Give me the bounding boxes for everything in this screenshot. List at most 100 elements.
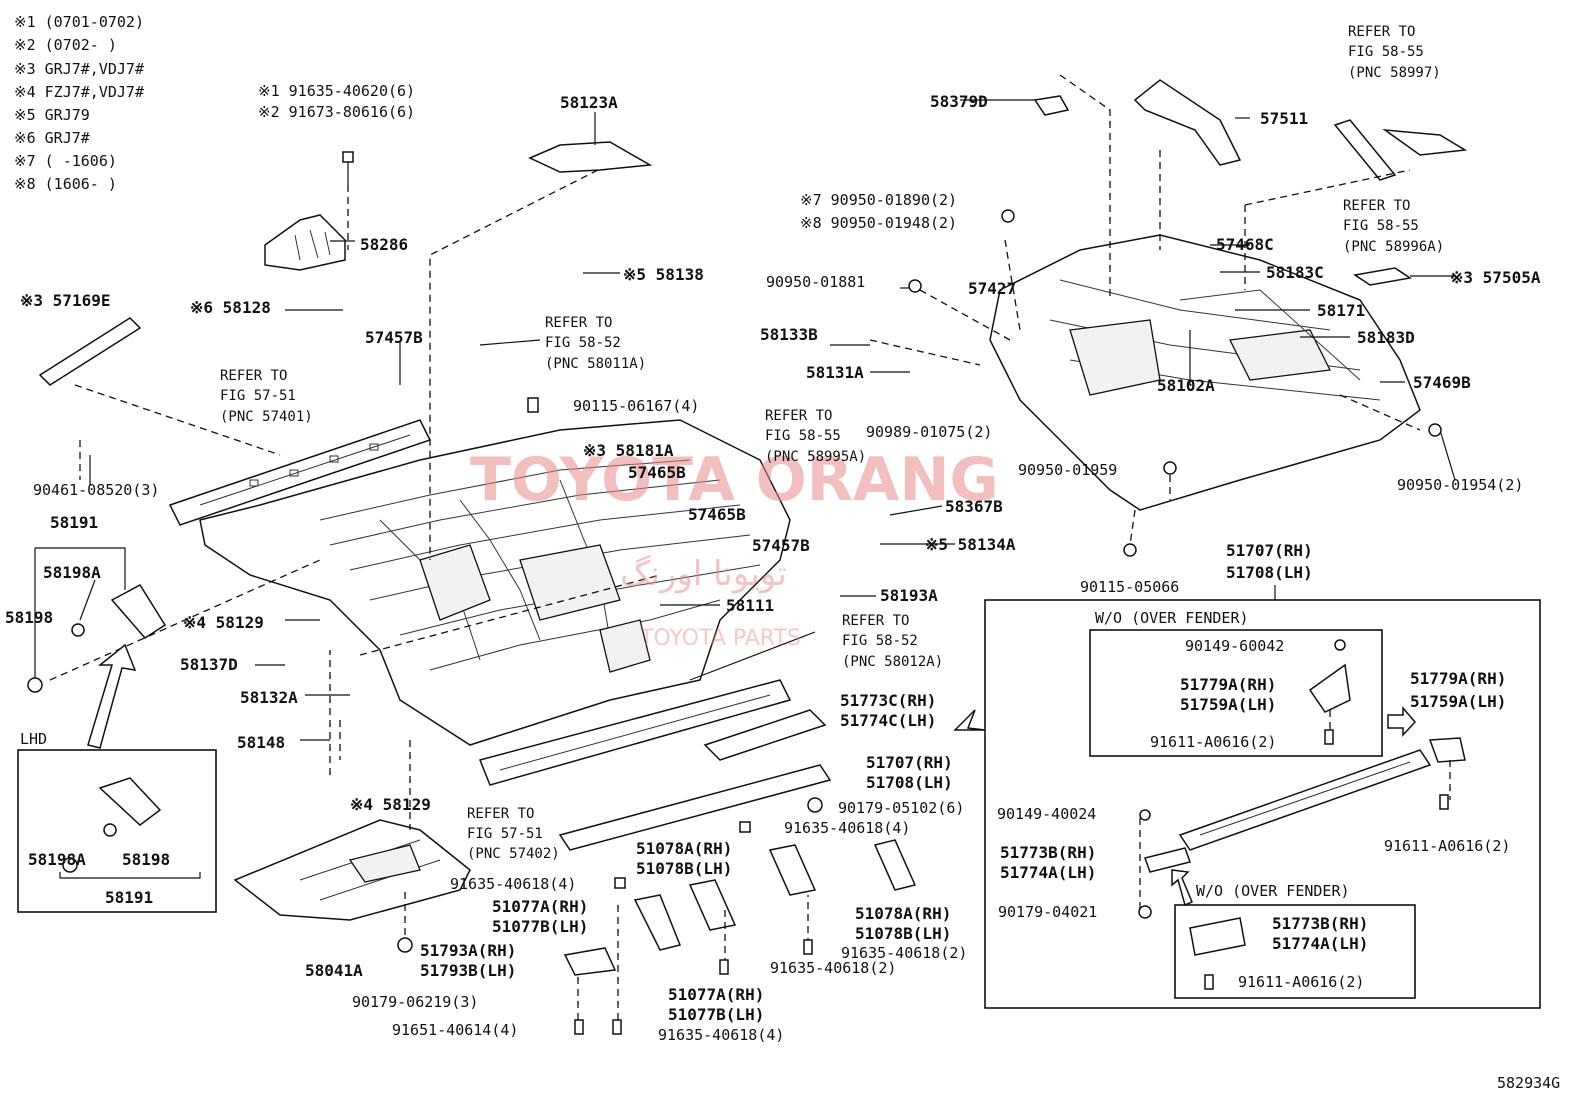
ref-label: FIG 58-52 bbox=[545, 335, 621, 351]
part-label: 51077B(LH) bbox=[668, 1005, 764, 1024]
part-label: 51078A(RH) bbox=[636, 839, 732, 858]
underbody-cover-58041A bbox=[233, 819, 471, 921]
part-label: 58198 bbox=[122, 850, 170, 869]
legend-item: ※4 FZJ7#,VDJ7# bbox=[14, 83, 144, 101]
figure-code: 582934G bbox=[1497, 1074, 1560, 1092]
part-label: 57427 bbox=[968, 279, 1016, 298]
ref-label: REFER TO bbox=[1348, 24, 1415, 40]
part-label: 91651-40614(4) bbox=[392, 1021, 518, 1039]
part-label: 58171 bbox=[1317, 301, 1365, 320]
ref-label: FIG 58-52 bbox=[842, 633, 918, 649]
part-label: 90115-05066 bbox=[1080, 578, 1179, 596]
part-label: 91611-A0616(2) bbox=[1150, 733, 1276, 751]
rear-floor-pan bbox=[989, 234, 1421, 511]
part-label: 51707(RH) bbox=[1226, 541, 1313, 560]
legend-item: ※5 GRJ79 bbox=[14, 106, 90, 124]
part-label: 51793A(RH) bbox=[420, 941, 516, 960]
part-label: 90950-01954(2) bbox=[1397, 476, 1523, 494]
crossmember-57511 bbox=[1133, 79, 1242, 166]
step-bracket-51077A bbox=[633, 894, 682, 951]
part-label: 58193A bbox=[880, 586, 938, 605]
part-label: 58137D bbox=[180, 655, 238, 674]
part-label: 57457B bbox=[365, 328, 423, 347]
ref-label: FIG 57-51 bbox=[467, 826, 543, 842]
step-bracket-51077A-b bbox=[688, 879, 737, 931]
part-label: 58379D bbox=[930, 92, 988, 111]
part-label: 57469B bbox=[1413, 373, 1471, 392]
running-board-middle bbox=[558, 709, 832, 851]
part-label: ※1 91635-40620(6) bbox=[258, 82, 415, 100]
part-label: 58198A bbox=[28, 850, 86, 869]
part-label: 58102A bbox=[1157, 376, 1215, 395]
part-label: 51077A(RH) bbox=[668, 985, 764, 1004]
part-label: 51793B(LH) bbox=[420, 961, 516, 980]
part-label: 90115-06167(4) bbox=[573, 397, 699, 415]
front-floor-pan-58111 bbox=[199, 419, 791, 746]
part-label: 90149-40024 bbox=[997, 805, 1096, 823]
part-label: 57511 bbox=[1260, 109, 1308, 128]
part-label: ※7 90950-01890(2) bbox=[800, 191, 957, 209]
ref-label: (PNC 58011A) bbox=[545, 356, 646, 372]
part-label: 51078A(RH) bbox=[855, 904, 951, 923]
part-label: 58286 bbox=[360, 235, 408, 254]
lhd-box bbox=[17, 749, 217, 913]
section-label: W/O (OVER FENDER) bbox=[1095, 609, 1249, 627]
watermark-text: TOYOTA ORANG bbox=[470, 445, 999, 515]
part-label: 91635-40618(4) bbox=[658, 1026, 784, 1044]
bracket-51793A bbox=[563, 947, 617, 976]
legend-item: ※7 ( -1606) bbox=[14, 152, 117, 170]
part-label: 51078B(LH) bbox=[636, 859, 732, 878]
ref-label: (PNC 57401) bbox=[220, 409, 313, 425]
legend-item: ※3 GRJ7#,VDJ7# bbox=[14, 60, 144, 78]
part-label: 90179-06219(3) bbox=[352, 993, 478, 1011]
ref-label: (PNC 57402) bbox=[467, 846, 560, 862]
part-label: 51759A(LH) bbox=[1180, 695, 1276, 714]
bracket-58996A bbox=[1333, 119, 1397, 181]
part-label: 90989-01075(2) bbox=[866, 423, 992, 441]
part-label: 91635-40618(4) bbox=[450, 875, 576, 893]
part-57505A bbox=[1353, 267, 1412, 286]
part-label: 58132A bbox=[240, 688, 298, 707]
part-label: 90461-08520(3) bbox=[33, 481, 159, 499]
part-label: 58198A bbox=[43, 563, 101, 582]
part-label: 58191 bbox=[105, 888, 153, 907]
mudguard-51779A bbox=[1308, 663, 1351, 713]
step-bracket-51078A-b bbox=[873, 839, 917, 891]
side-sill-rail-bottom bbox=[478, 679, 792, 786]
leader-lines bbox=[34, 99, 1456, 741]
part-label: 58183D bbox=[1357, 328, 1415, 347]
part-label: 51077B(LH) bbox=[492, 917, 588, 936]
cover-58123A bbox=[528, 141, 653, 173]
running-board-right bbox=[1178, 749, 1432, 851]
ref-label: (PNC 58996A) bbox=[1343, 239, 1444, 255]
ref-label: (PNC 58995A) bbox=[765, 449, 866, 465]
part-label: 91611-A0616(2) bbox=[1384, 837, 1510, 855]
ref-label: REFER TO bbox=[220, 368, 287, 384]
end-cap-51773B-b bbox=[1189, 917, 1246, 956]
arrow-icon bbox=[87, 643, 137, 749]
part-label: 58111 bbox=[726, 596, 774, 615]
part-label: 51773C(RH) bbox=[840, 691, 936, 710]
assembly-lines bbox=[49, 74, 1451, 1020]
part-label: 58133B bbox=[760, 325, 818, 344]
mudguard-51779A-b bbox=[1428, 737, 1466, 763]
part-label: 51773B(RH) bbox=[1000, 843, 1096, 862]
strip-57169E bbox=[38, 317, 142, 386]
part-label: ※2 91673-80616(6) bbox=[258, 103, 415, 121]
ref-label: REFER TO bbox=[765, 408, 832, 424]
part-label: 51774C(LH) bbox=[840, 711, 936, 730]
ref-label: FIG 58-55 bbox=[765, 428, 841, 444]
part-label: 90179-04021 bbox=[998, 903, 1097, 921]
part-label: 51707(RH) bbox=[866, 753, 953, 772]
end-cap-51773B bbox=[1144, 847, 1191, 873]
part-label: 90149-60042 bbox=[1185, 637, 1284, 655]
ref-label: REFER TO bbox=[1343, 198, 1410, 214]
part-label: 51779A(RH) bbox=[1410, 669, 1506, 688]
shift-boot-58286 bbox=[264, 214, 346, 271]
part-label: 51773B(RH) bbox=[1272, 914, 1368, 933]
part-label: 57468C bbox=[1216, 235, 1274, 254]
ref-label: FIG 58-55 bbox=[1343, 218, 1419, 234]
legend: ※1 (0701-0702) ※2 (0702- ) ※3 GRJ7#,VDJ7… bbox=[14, 13, 144, 193]
part-label: ※8 90950-01948(2) bbox=[800, 214, 957, 232]
